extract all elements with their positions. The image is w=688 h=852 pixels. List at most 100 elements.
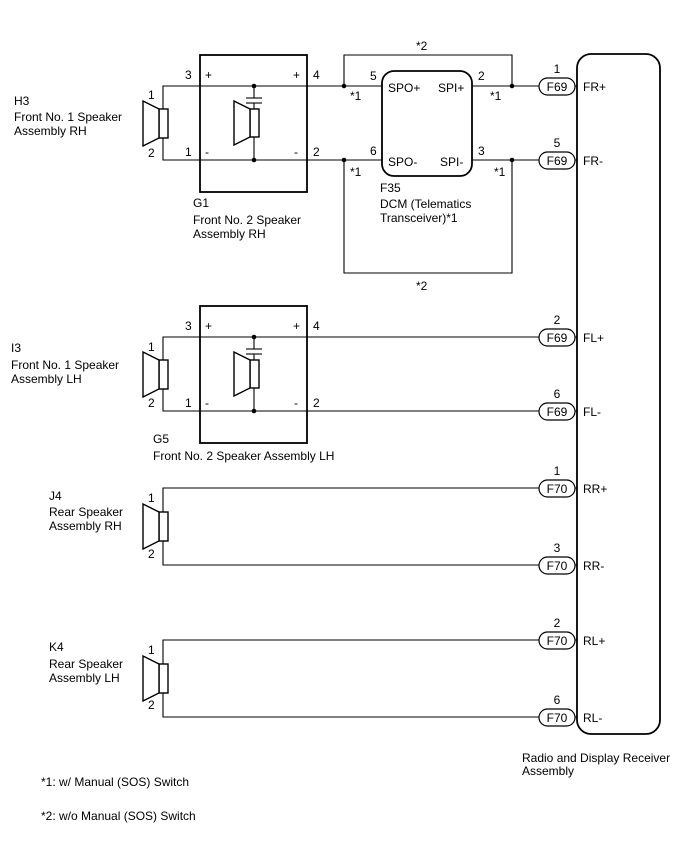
- i3-code: I3: [11, 341, 21, 355]
- speaker-icon-k4: [142, 654, 169, 703]
- g5-sign-out-pos: +: [293, 319, 300, 333]
- f35-spi-neg: SPI-: [440, 155, 463, 169]
- g1-sign-out-neg: -: [294, 145, 298, 159]
- j4-name-line2: Assembly RH: [49, 519, 122, 533]
- note-2: *2: w/o Manual (SOS) Switch: [41, 809, 196, 823]
- k4-pin-pos: 1: [148, 643, 155, 657]
- pin-number: 5: [554, 136, 561, 150]
- k4-name-line2: Assembly LH: [49, 671, 120, 685]
- f35-name-line1: DCM (Telematics: [380, 197, 471, 211]
- signal-label: RL+: [583, 634, 605, 648]
- h3-code: H3: [14, 94, 30, 108]
- connector-label: F70: [547, 482, 568, 496]
- g1-code: G1: [193, 196, 209, 210]
- speaker-icon-j4: [142, 502, 169, 551]
- speaker-icon-h3: [142, 99, 169, 148]
- signal-label: FL-: [583, 405, 601, 419]
- f35-pin-spi-pos: 2: [478, 69, 485, 83]
- j4-code: J4: [49, 489, 62, 503]
- receiver-pin-rl-neg: F70 6 RL-: [538, 693, 602, 727]
- pin-number: 1: [554, 62, 561, 76]
- g1-sign-in-pos: +: [205, 68, 212, 82]
- pin-number: 2: [554, 313, 561, 327]
- g5-code: G5: [153, 432, 169, 446]
- i3-name-line2: Assembly LH: [11, 372, 82, 386]
- f35-pin-spi-neg: 3: [478, 144, 485, 158]
- k4-name-line1: Rear Speaker: [49, 657, 123, 671]
- j4-pin-pos: 1: [148, 491, 155, 505]
- f35-pin-spo-neg: 6: [370, 144, 377, 158]
- signal-label: FR+: [583, 80, 606, 94]
- f35-spo-neg: SPO-: [388, 155, 417, 169]
- connector-label: F69: [547, 154, 568, 168]
- signal-label: RL-: [583, 711, 602, 725]
- note1-mark-spo-neg: *1: [350, 165, 362, 179]
- f35-code: F35: [380, 181, 401, 195]
- receiver-assembly-box: [576, 53, 661, 735]
- i3-pin-pos: 1: [148, 340, 155, 354]
- g1-sign-in-neg: -: [205, 145, 209, 159]
- receiver-pin-rr-pos: F70 1 RR+: [538, 464, 607, 498]
- f35-spo-pos: SPO+: [388, 81, 420, 95]
- f35-spi-pos: SPI+: [438, 81, 464, 95]
- g1-sign-out-pos: +: [293, 68, 300, 82]
- signal-label: RR-: [583, 559, 604, 573]
- j4-pin-neg: 2: [148, 547, 155, 561]
- connector-label: F70: [547, 634, 568, 648]
- h3-pin-neg: 2: [148, 146, 155, 160]
- pin-number: 3: [554, 541, 561, 555]
- receiver-pin-fl-pos: F69 2 FL+: [538, 313, 604, 347]
- h3-pin-pos: 1: [148, 88, 155, 102]
- pin-number: 6: [554, 693, 561, 707]
- capacitor-speaker-icon-g5: [233, 334, 262, 414]
- signal-label: FL+: [583, 331, 604, 345]
- note1-mark-spo-pos: *1: [350, 89, 362, 103]
- g1-name-line2: Assembly RH: [193, 227, 266, 241]
- note2-mark-bottom: *2: [416, 279, 428, 293]
- receiver-pin-rl-pos: F70 2 RL+: [538, 616, 605, 650]
- h3-name-line2: Assembly RH: [14, 124, 87, 138]
- connector-label: F69: [547, 331, 568, 345]
- g5-sign-in-neg: -: [205, 396, 209, 410]
- connector-label: F70: [547, 559, 568, 573]
- receiver-pin-fl-neg: F69 6 FL-: [538, 387, 601, 421]
- j4-name-line1: Rear Speaker: [49, 505, 123, 519]
- receiver-label-line1: Radio and Display Receiver: [522, 751, 670, 765]
- k4-pin-neg: 2: [148, 698, 155, 712]
- f35-name-line2: Transceiver)*1: [380, 211, 458, 225]
- receiver-pin-fr-pos: F69 1 FR+: [538, 62, 606, 96]
- g5-pin-out-neg: 2: [313, 396, 320, 410]
- pin-number: 1: [554, 464, 561, 478]
- g5-pin-in-neg: 1: [185, 396, 192, 410]
- g1-pin-in-neg: 1: [185, 145, 192, 159]
- speaker-icon-i3: [142, 350, 169, 399]
- note1-mark-spi-neg: *1: [494, 165, 506, 179]
- h3-name-line1: Front No. 1 Speaker: [14, 110, 122, 124]
- pin-number: 6: [554, 387, 561, 401]
- i3-name-line1: Front No. 1 Speaker: [11, 358, 119, 372]
- note1-mark-spi-pos: *1: [490, 89, 502, 103]
- g5-sign-out-neg: -: [294, 396, 298, 410]
- capacitor-speaker-icon-g1: [233, 83, 262, 163]
- g5-pin-out-pos: 4: [313, 319, 320, 333]
- receiver-pin-fr-neg: F69 5 FR-: [538, 136, 603, 170]
- f35-pin-spo-pos: 5: [370, 69, 377, 83]
- g1-name-line1: Front No. 2 Speaker: [193, 213, 301, 227]
- signal-label: RR+: [583, 482, 607, 496]
- g1-pin-out-pos: 4: [313, 68, 320, 82]
- connector-label: F69: [547, 80, 568, 94]
- g5-name-line1: Front No. 2 Speaker Assembly LH: [153, 449, 334, 463]
- note-1: *1: w/ Manual (SOS) Switch: [41, 775, 189, 789]
- connector-label: F69: [547, 405, 568, 419]
- pin-number: 2: [554, 616, 561, 630]
- g5-pin-in-pos: 3: [185, 319, 192, 333]
- g5-sign-in-pos: +: [205, 319, 212, 333]
- f35-dcm-box: [381, 70, 473, 177]
- signal-label: FR-: [583, 154, 603, 168]
- g1-pin-out-neg: 2: [313, 145, 320, 159]
- receiver-label-line2: Assembly: [522, 764, 574, 778]
- i3-pin-neg: 2: [148, 396, 155, 410]
- receiver-pin-rr-neg: F70 3 RR-: [538, 541, 604, 575]
- connector-label: F70: [547, 711, 568, 725]
